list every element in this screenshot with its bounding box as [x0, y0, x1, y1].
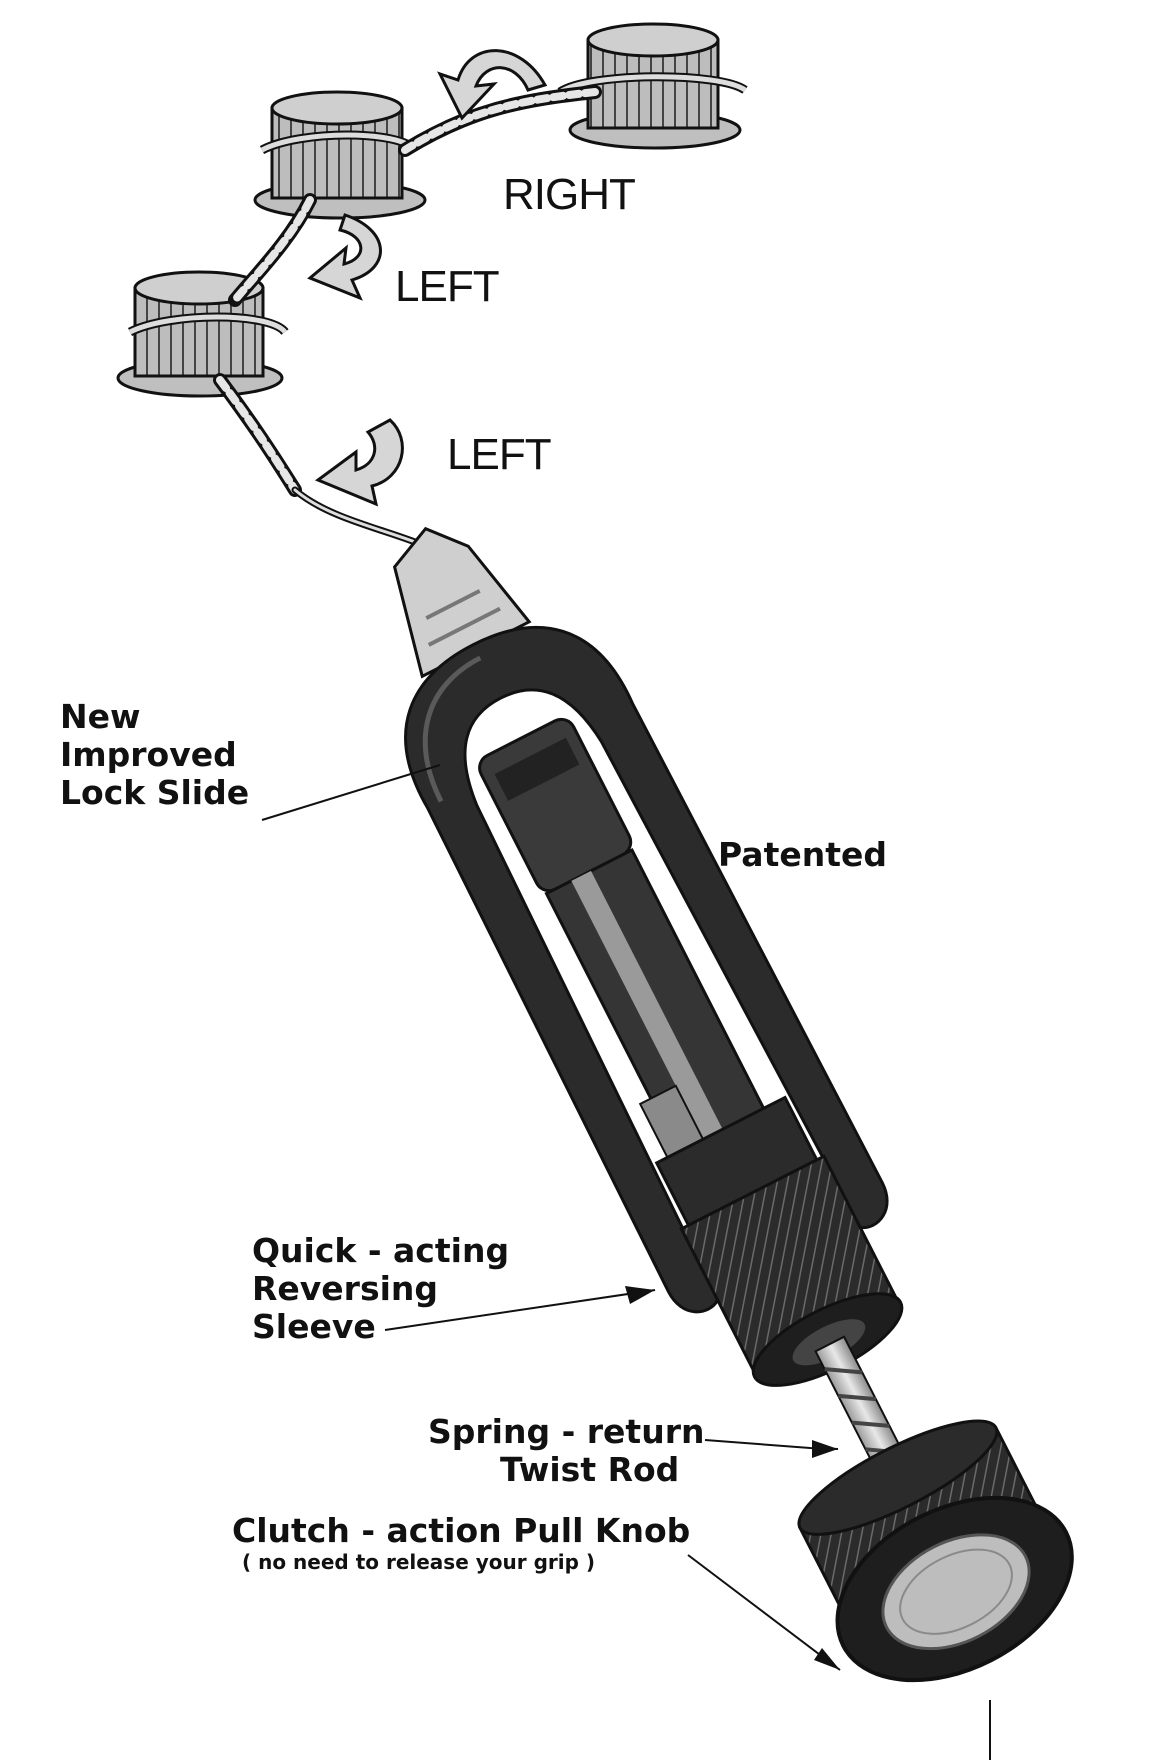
callout-lock-slide-line-3: Lock Slide: [60, 773, 250, 812]
callout-reversing-sleeve-line-3: Sleeve: [252, 1307, 376, 1346]
leader-pull-knob: [687, 1554, 841, 1671]
callout-lock-slide: New Improved Lock Slide: [60, 698, 249, 812]
callout-reversing-sleeve-line-2: Reversing: [252, 1269, 439, 1308]
leader-lock-slide: [261, 764, 441, 821]
callout-reversing-sleeve-line-1: Quick - acting: [252, 1231, 510, 1270]
leader-reversing-sleeve: [384, 1289, 656, 1331]
arrow-icon-right: [437, 49, 548, 121]
callout-lock-slide-line-2: Improved: [60, 735, 237, 774]
callout-patented: Patented: [718, 835, 887, 874]
arrow-icon-left-upper: [307, 213, 382, 301]
callout-twist-rod-line-2: Twist Rod: [500, 1450, 680, 1489]
callout-lock-slide-line-1: New: [60, 697, 141, 736]
callout-pull-knob-title: Clutch - action Pull Knob: [232, 1511, 691, 1550]
pliers-tool: [392, 526, 1074, 1683]
arrowhead-icon-twist-rod: [812, 1440, 838, 1458]
reversing-sleeve: [654, 1095, 904, 1387]
bolt-head-top: [557, 22, 748, 150]
direction-label-left-upper: LEFT: [395, 262, 500, 311]
arrowhead-icon-pull-knob: [814, 1648, 840, 1670]
callout-reversing-sleeve: Quick - acting Reversing Sleeve: [252, 1232, 509, 1346]
pull-knob: [797, 1419, 1074, 1683]
bolt-head-lower: [116, 270, 289, 398]
pliers-frame: [404, 625, 889, 1314]
callout-pull-knob: Clutch - action Pull Knob ( no need to r…: [232, 1511, 691, 1575]
arrowhead-icons: [625, 1286, 840, 1670]
arrowhead-icon-sleeve: [625, 1286, 655, 1304]
bolt-head-middle: [253, 90, 427, 220]
callout-twist-rod: Spring - return Twist Rod: [428, 1413, 704, 1489]
direction-label-right: RIGHT: [503, 170, 636, 219]
arrow-icon-left-lower: [314, 418, 404, 507]
inner-mechanism: [544, 847, 784, 1190]
callout-twist-rod-line-1: Spring - return: [428, 1412, 705, 1451]
direction-label-left-lower: LEFT: [447, 430, 552, 479]
callout-pull-knob-note: ( no need to release your grip ): [242, 1550, 596, 1574]
